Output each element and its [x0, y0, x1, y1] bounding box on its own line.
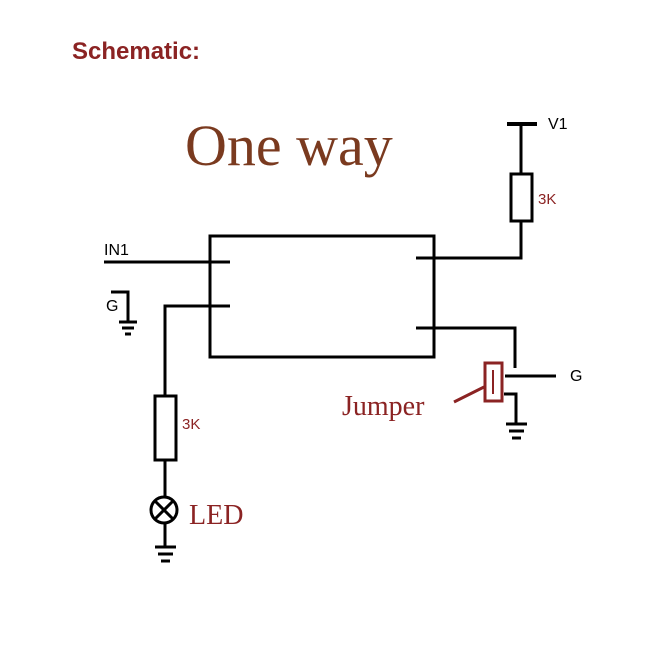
label-jumper: Jumper [342, 391, 425, 422]
led-icon [149, 495, 179, 525]
diagram-title: One way [185, 113, 393, 178]
ground-symbol-led [155, 545, 176, 563]
label-resistor-bottom: 3K [182, 416, 200, 433]
label-led: LED [189, 500, 243, 531]
wire-led-branch [163, 304, 210, 396]
label-resistor-top: 3K [538, 191, 556, 208]
jumper-pointer [453, 385, 485, 404]
jumper-icon [483, 361, 504, 403]
resistor-top [509, 172, 534, 223]
label-ground-right: G [570, 368, 582, 385]
wire-output [434, 326, 517, 368]
schematic-heading: Schematic: [72, 38, 201, 65]
label-v1: V1 [548, 116, 568, 133]
ground-symbol-right [506, 422, 527, 440]
wire-v1-bottom [434, 221, 523, 260]
resistor-bottom [153, 394, 178, 462]
module-box [208, 234, 436, 359]
label-in1: IN1 [104, 242, 129, 259]
ground-symbol-left [111, 290, 137, 336]
wire-jumper-ground [504, 392, 518, 424]
label-ground-left: G [106, 298, 118, 315]
